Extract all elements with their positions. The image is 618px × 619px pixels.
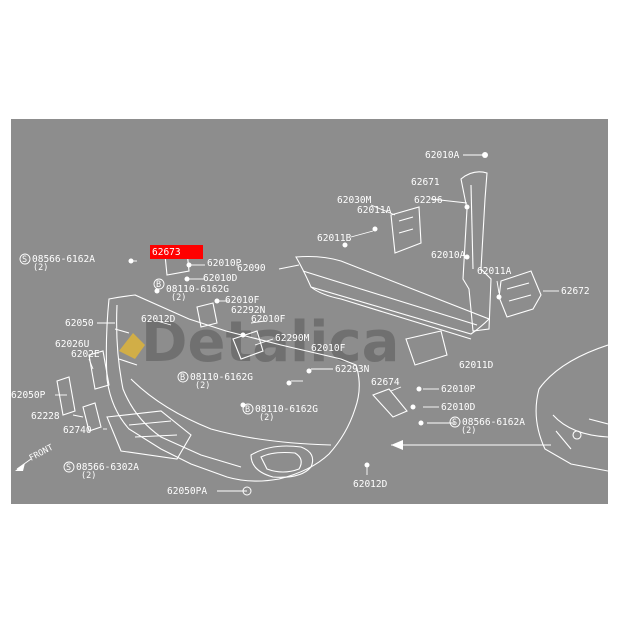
part-label: 62090 (237, 263, 266, 274)
svg-text:B: B (245, 405, 250, 415)
svg-text:B: B (156, 280, 161, 290)
part-label: 62010D (441, 402, 476, 413)
part-label: 08110-6162G (166, 284, 229, 295)
part-label: 08566-6162A (32, 254, 95, 265)
part-label: 08566-6162A (462, 417, 525, 428)
side-bracket-62296 (390, 171, 492, 332)
front-direction-indicator: FRONT (15, 443, 55, 471)
part-label: 62012D (353, 479, 388, 490)
part-label: 62010P (441, 384, 476, 395)
front-bumper-fascia (105, 294, 360, 482)
vehicle-outline (535, 344, 608, 472)
leader-lines (55, 154, 559, 492)
part-label: 62010A (431, 250, 466, 261)
part-label: 62010A (425, 150, 460, 161)
bumper-reinforcement-62090 (295, 255, 490, 340)
part-label: 62010F (251, 314, 286, 325)
bracket-62674 (372, 388, 408, 418)
energy-absorber-62672 (498, 270, 542, 318)
centre-bracket (164, 250, 448, 366)
part-label: 62050 (65, 318, 94, 329)
part-number-labels: 62010A 62671 62030M 62296 62011A 62011B … (11, 150, 590, 497)
part-label: 62011B (317, 233, 352, 244)
part-label: (2) (171, 293, 186, 303)
fastener-type-markers: S B B B S S (19, 253, 461, 473)
highlighted-part-box (150, 245, 203, 259)
part-label: 62011A (477, 266, 512, 277)
part-label: 62290M (275, 333, 310, 344)
part-label: 08110-6162G (190, 372, 253, 383)
part-label: 62012D (141, 314, 176, 325)
part-label: 62293N (335, 364, 370, 375)
svg-text:B: B (180, 373, 185, 383)
part-label: (2) (33, 263, 48, 273)
part-label: 6202E (71, 349, 100, 360)
part-label: 62010F (311, 343, 346, 354)
part-label: (2) (259, 413, 274, 423)
part-label: 62010P (207, 258, 242, 269)
part-label: 62050P (11, 390, 46, 401)
front-label: FRONT (28, 443, 55, 464)
part-label: 62011D (459, 360, 494, 371)
fasteners (128, 152, 502, 496)
part-label: 62740 (63, 425, 92, 436)
watermark-logo-mark (119, 333, 145, 359)
part-label: 62292N (231, 305, 266, 316)
parts-diagram-panel: Detalica (11, 119, 608, 504)
svg-text:S: S (66, 463, 71, 473)
highlighted-part-number: 62673 (152, 247, 181, 258)
part-label: 62010F (225, 295, 260, 306)
part-label: 62010D (203, 273, 238, 284)
part-label: 62030M (337, 195, 372, 206)
part-label: 62674 (371, 377, 400, 388)
svg-text:S: S (22, 255, 27, 265)
part-label: 08566-6302A (76, 462, 139, 473)
part-label: (2) (195, 381, 210, 391)
left-side-parts (56, 350, 110, 432)
part-label: 62672 (561, 286, 590, 297)
part-label: (2) (81, 471, 96, 481)
part-label: (2) (461, 426, 476, 436)
part-label: 08110-6162G (255, 404, 318, 415)
part-label: 62228 (31, 411, 60, 422)
part-label: 62026U (55, 339, 90, 350)
part-label: 62011A (357, 205, 392, 216)
part-label: 62050PA (167, 486, 207, 497)
assembly-direction-arrow (391, 440, 551, 450)
exploded-view-drawing: Detalica (11, 150, 608, 497)
part-label: 62296 (414, 195, 443, 206)
svg-text:S: S (452, 418, 457, 428)
part-label: 62671 (411, 177, 440, 188)
lower-grille-62740 (106, 410, 192, 460)
